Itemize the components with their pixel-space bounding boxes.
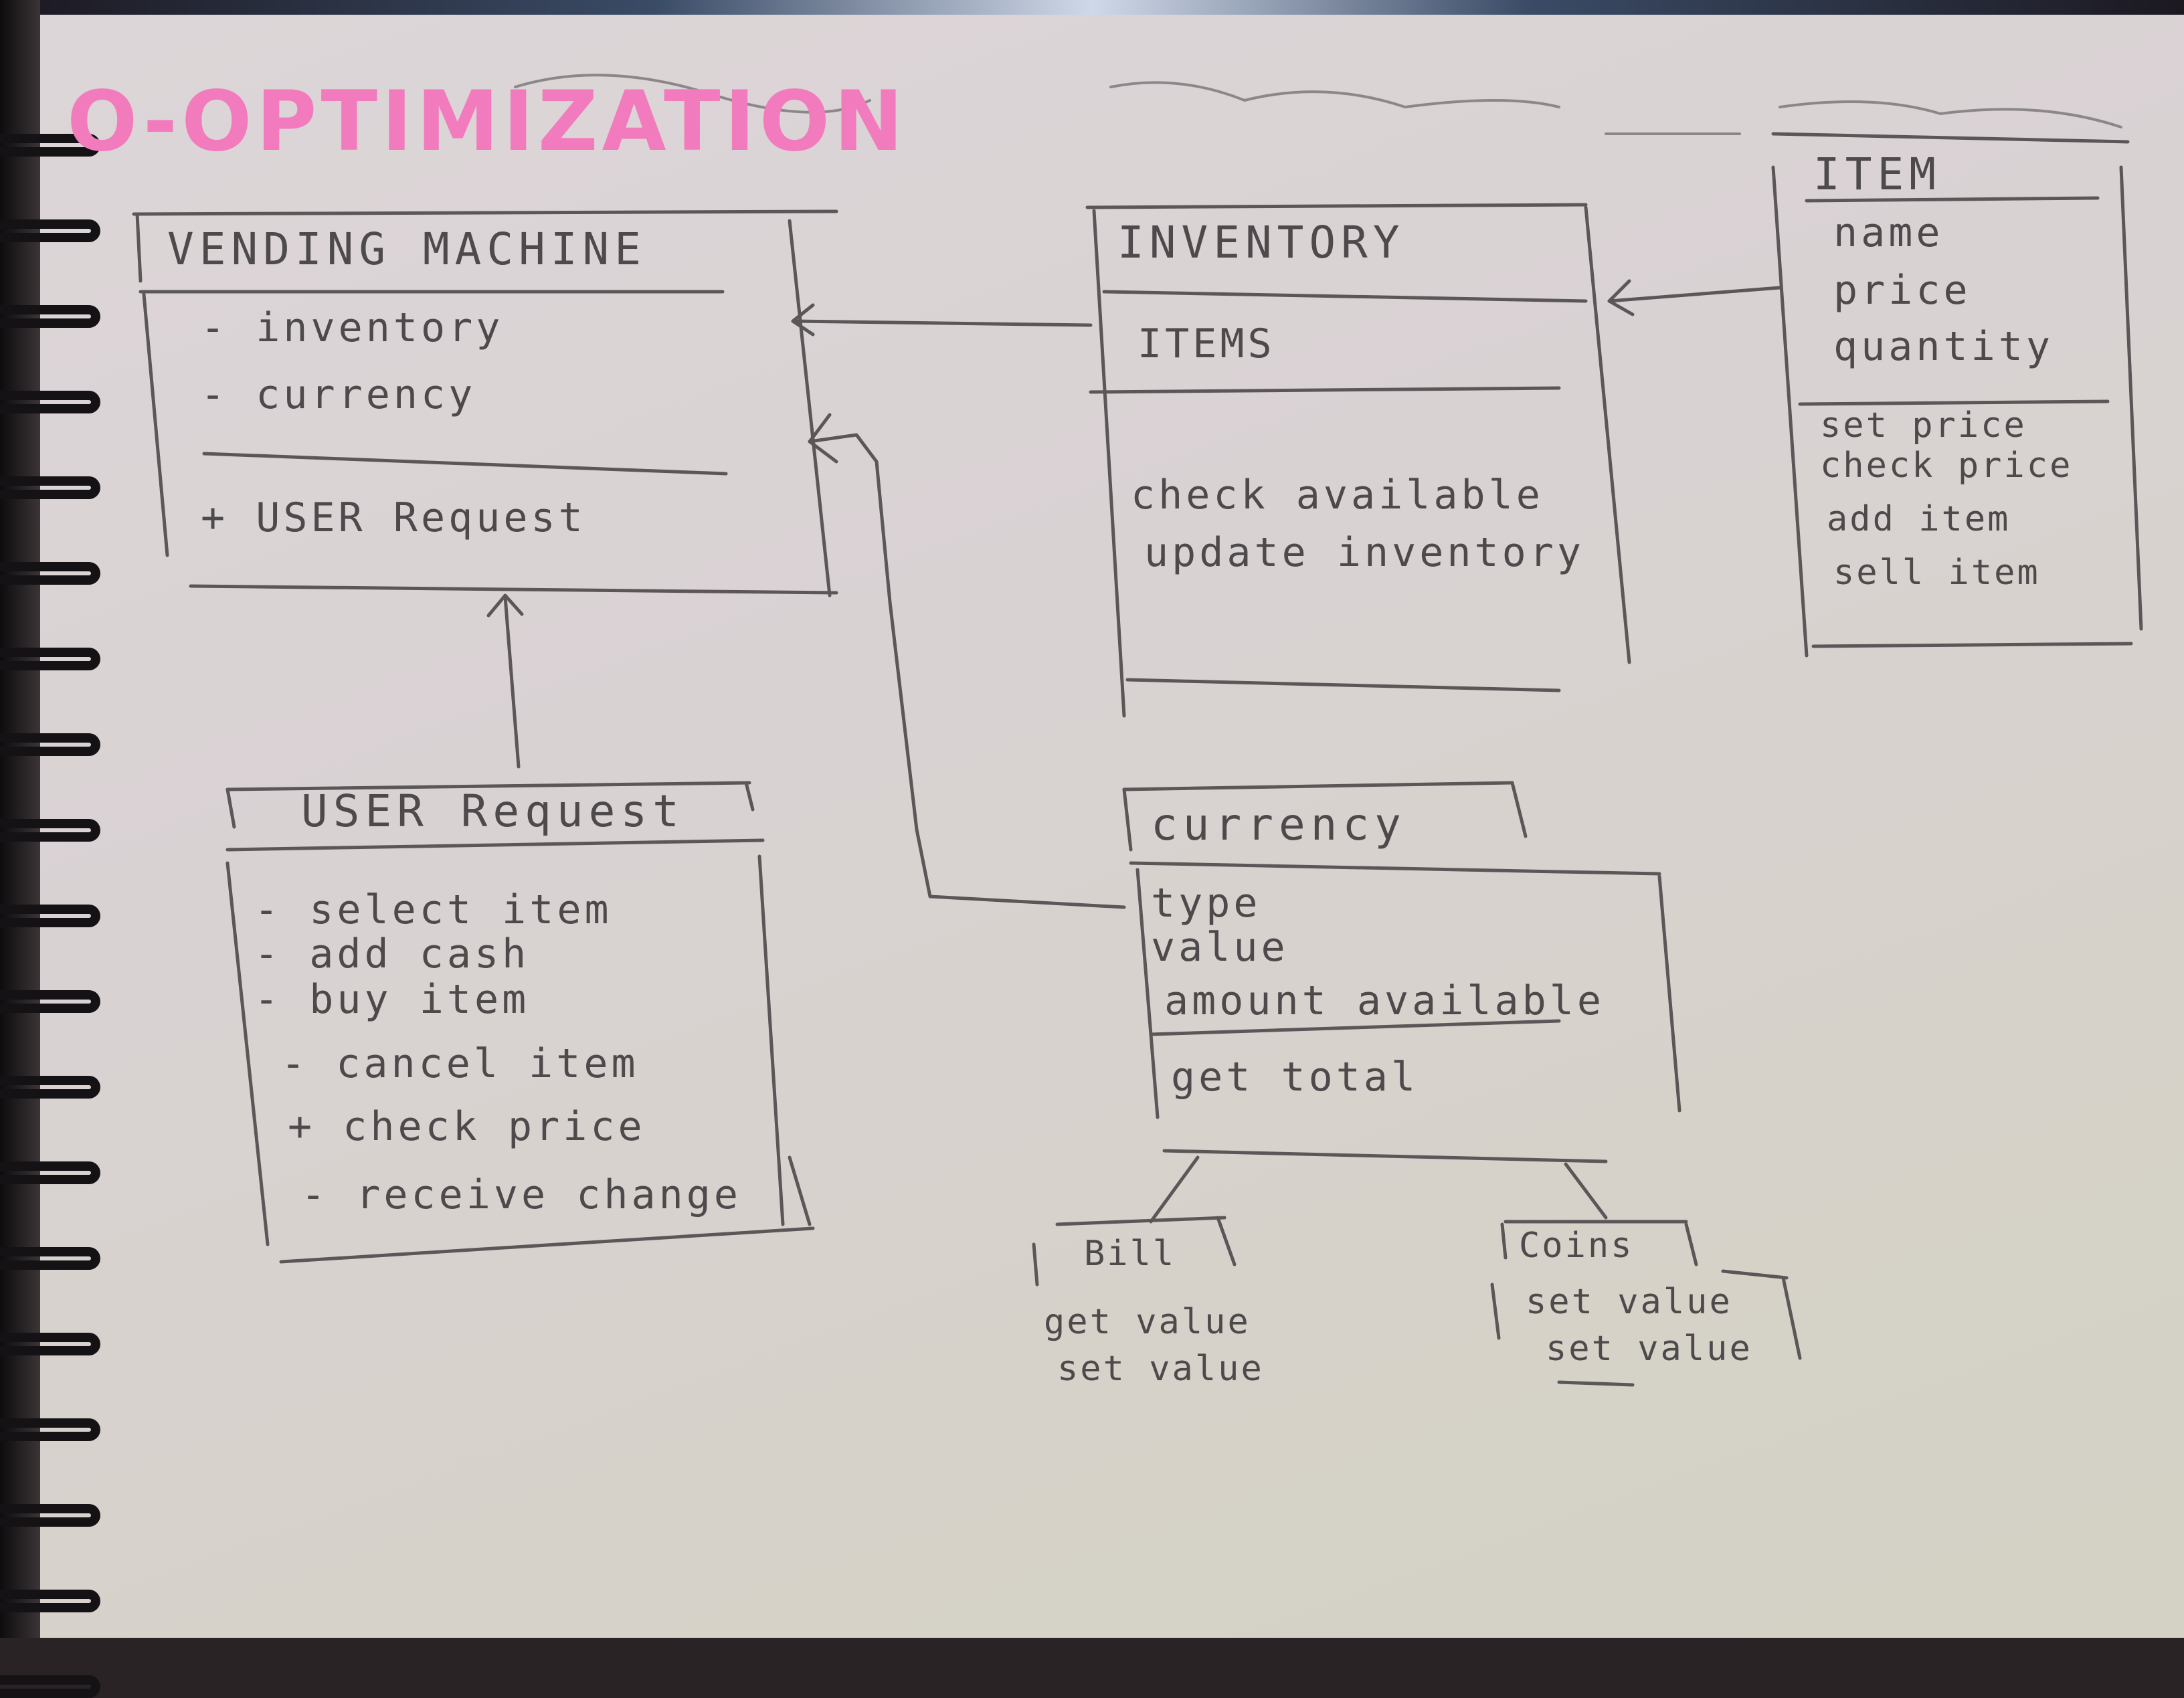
vending-machine-name: VENDING MACHINE: [167, 223, 647, 275]
spiral-ring: [0, 1418, 100, 1441]
vending-machine-method-user-request: + USER Request: [201, 494, 586, 541]
user-request-method-cancel-item: - cancel item: [281, 1040, 639, 1087]
page-title: O-OPTIMIZATION: [67, 74, 907, 170]
spiral-ring: [0, 1076, 100, 1099]
spiral-ring: [0, 219, 100, 242]
vending-machine-attr-inventory: - inventory: [201, 304, 504, 351]
user-request-box: [225, 781, 815, 1264]
inventory-method-check-available: check available: [1131, 472, 1544, 518]
spiral-ring: [0, 1247, 100, 1270]
currency-attr-amount-available: amount available: [1164, 977, 1605, 1024]
user-request-method-add-cash: - add cash: [254, 931, 530, 977]
spiral-ring: [0, 305, 100, 328]
bill-name: Bill: [1084, 1234, 1176, 1274]
inventory-method-update-inventory: update inventory: [1144, 529, 1584, 576]
inventory-name: INVENTORY: [1117, 217, 1405, 268]
user-request-method-check-price: + check price: [288, 1103, 646, 1150]
item-attr-quantity: quantity: [1833, 323, 2054, 370]
spiral-ring: [0, 1161, 100, 1184]
user-request-name: USER Request: [301, 785, 685, 837]
vending-machine-attr-currency: - currency: [201, 371, 476, 418]
coins-name: Coins: [1519, 1226, 1634, 1266]
currency-attr-value: value: [1151, 924, 1289, 971]
user-request-method-select-item: - select item: [254, 886, 612, 933]
item-method-sell-item: sell item: [1833, 553, 2040, 593]
item-attr-name: name: [1833, 209, 1944, 256]
inventory-attr-items: ITEMS: [1138, 320, 1275, 367]
vending-machine-box: [132, 209, 838, 597]
currency-attr-type: type: [1151, 880, 1261, 927]
spiral-ring: [0, 1675, 100, 1698]
userrequest-to-vending-arrow: [486, 593, 524, 769]
coins-box: [1490, 1162, 1802, 1387]
bill-method-get-value: get value: [1044, 1302, 1251, 1342]
currency-name: currency: [1151, 799, 1406, 850]
item-box: [1771, 132, 2143, 658]
item-attr-price: price: [1833, 267, 1971, 314]
diagram-lines: [132, 74, 2143, 1387]
item-method-add-item: add item: [1827, 499, 2011, 539]
spiral-ring: [0, 1504, 100, 1527]
coins-method-set-value-2: set value: [1546, 1329, 1752, 1369]
erased-marks: [514, 74, 2122, 135]
spiral-ring: [0, 476, 100, 499]
item-name: ITEM: [1813, 149, 1941, 200]
item-to-inventory-arrow: [1607, 279, 1782, 316]
bill-box: [1032, 1155, 1237, 1287]
user-request-method-receive-change: - receive change: [301, 1171, 741, 1218]
spiral-ring: [0, 391, 100, 413]
spiral-ring: [0, 1333, 100, 1355]
inventory-to-vending-arrow: [791, 303, 1093, 337]
spiral-ring: [0, 819, 100, 842]
item-method-set-price: set price: [1820, 405, 2027, 446]
spiral-ring: [0, 1590, 100, 1612]
currency-to-vending-arrow: [808, 413, 1126, 909]
user-request-method-buy-item: - buy item: [254, 976, 530, 1023]
item-method-check-price: check price: [1820, 446, 2073, 486]
background-strip: [0, 0, 2184, 15]
spiral-ring: [0, 134, 100, 157]
spiral-ring: [0, 733, 100, 756]
bill-method-set-value: set value: [1057, 1349, 1264, 1389]
inventory-box: [1085, 203, 1631, 718]
coins-method-set-value-1: set value: [1526, 1282, 1732, 1322]
spiral-ring: [0, 905, 100, 927]
spiral-ring: [0, 990, 100, 1013]
currency-method-get-total: get total: [1171, 1054, 1419, 1101]
spiral-ring: [0, 562, 100, 585]
spiral-ring: [0, 648, 100, 670]
currency-box: [1122, 781, 1681, 1163]
